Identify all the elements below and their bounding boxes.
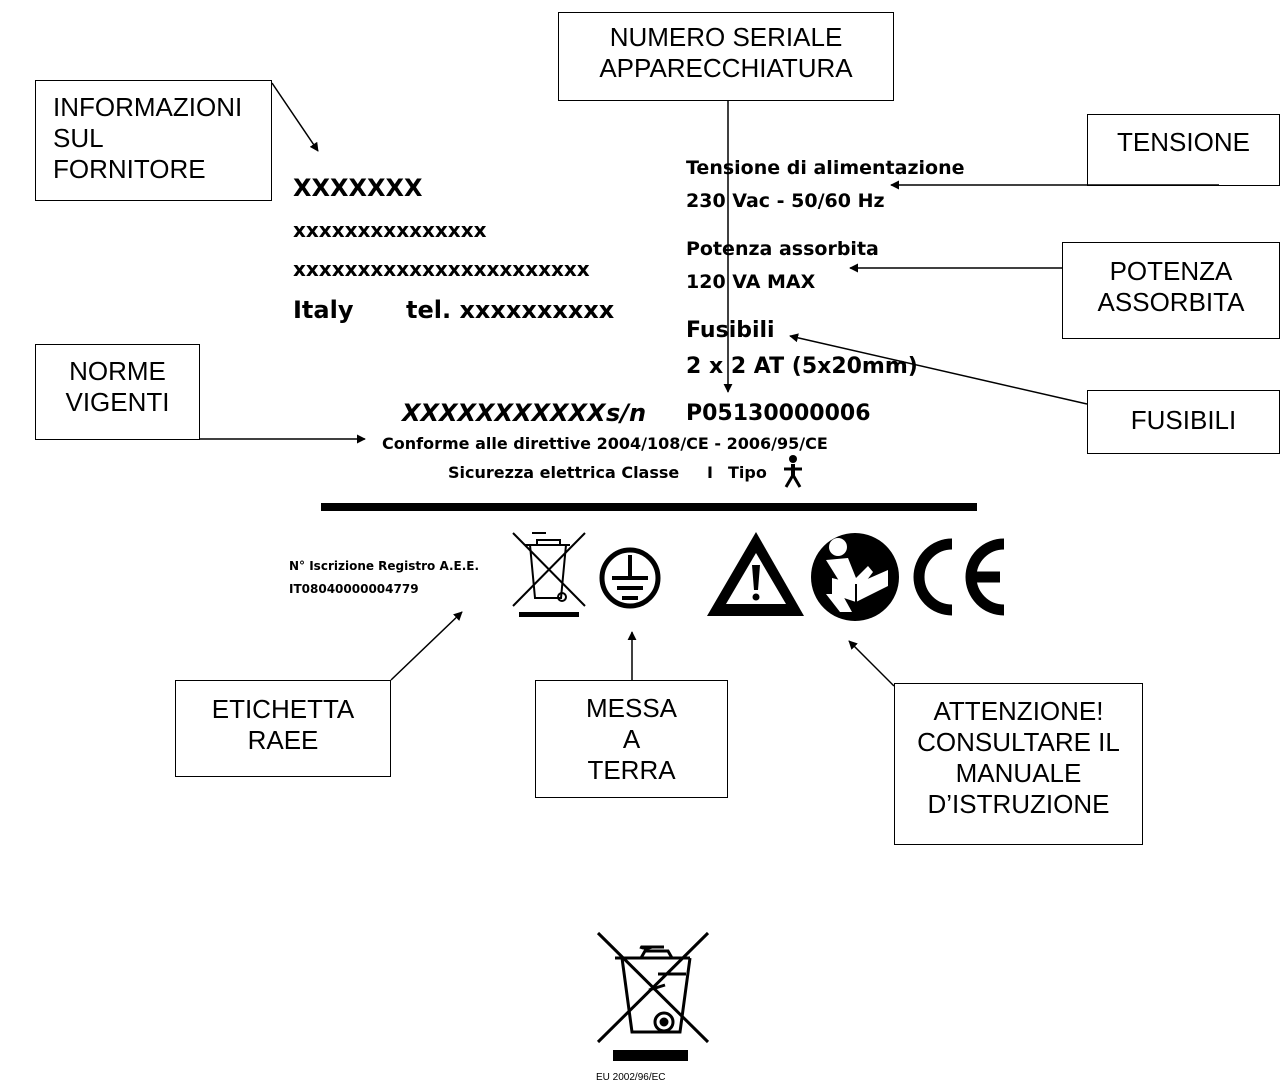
callout-line: TERRA <box>587 755 676 785</box>
model-code: XXXXXXXXXXX <box>402 399 606 427</box>
callout-raee: ETICHETTA RAEE <box>175 680 391 777</box>
power-label: Potenza assorbita <box>686 238 879 260</box>
supplier-address-line: xxxxxxxxxxxxxxx <box>293 218 487 242</box>
read-manual-icon <box>811 533 899 621</box>
arrow-supplier <box>271 82 319 152</box>
weee-directive-label: EU 2002/96/EC <box>596 1072 666 1083</box>
registry-number: IT08040000004779 <box>289 582 419 596</box>
safety-type-label: Tipo <box>728 463 767 482</box>
callout-line: ETICHETTA <box>211 694 355 724</box>
voltage-value: 230 Vac - 50/60 Hz <box>686 190 885 212</box>
fuses-value: 2 x 2 AT (5x20mm) <box>686 354 918 379</box>
safety-class-label: Sicurezza elettrica Classe <box>448 463 680 482</box>
callout-line: A <box>622 724 641 754</box>
callout-line: FORNITORE <box>53 154 206 184</box>
power-value: 120 VA MAX <box>686 271 816 293</box>
callout-line: POTENZA <box>1109 256 1233 286</box>
protective-earth-icon <box>599 547 661 609</box>
callout-voltage: TENSIONE <box>1087 114 1280 186</box>
callout-power: POTENZA ASSORBITA <box>1062 242 1280 339</box>
callout-line: INFORMAZIONI <box>53 92 243 122</box>
divider-bar <box>321 503 977 511</box>
serial-number: P05130000006 <box>686 401 871 426</box>
ce-mark-icon <box>913 538 1005 616</box>
callout-line: TENSIONE <box>1117 127 1250 157</box>
compliance-text: Conforme alle direttive 2004/108/CE - 20… <box>382 434 828 453</box>
warning-triangle-icon <box>707 532 804 616</box>
callout-line: MESSA <box>585 693 678 723</box>
type-b-person-icon <box>784 455 802 488</box>
callout-norms: NORME VIGENTI <box>35 344 200 440</box>
callout-line: VIGENTI <box>65 387 170 417</box>
registry-label: N° Iscrizione Registro A.E.E. <box>289 559 480 573</box>
callout-fuses: FUSIBILI <box>1087 390 1280 454</box>
callout-line: SUL <box>53 123 104 153</box>
callout-line: D’ISTRUZIONE <box>927 789 1110 819</box>
weee-bin-icon <box>512 532 586 617</box>
callout-line: FUSIBILI <box>1130 405 1237 435</box>
callout-line: APPARECCHIATURA <box>599 53 853 83</box>
arrow-manual <box>848 640 895 687</box>
weee-bin-large-icon <box>596 931 710 1061</box>
callout-line: ASSORBITA <box>1097 287 1245 317</box>
callout-line: MANUALE <box>955 758 1082 788</box>
fuses-label: Fusibili <box>686 318 775 343</box>
callout-supplier-info: INFORMAZIONI SUL FORNITORE <box>35 80 272 201</box>
serial-label: s/n <box>606 399 647 427</box>
arrow-raee <box>390 611 463 681</box>
callout-line: RAEE <box>247 725 319 755</box>
callout-line: CONSULTARE IL <box>917 727 1120 757</box>
supplier-country: Italy <box>293 296 354 324</box>
callout-serial-number: NUMERO SERIALE APPARECCHIATURA <box>558 12 894 101</box>
supplier-name: XXXXXXX <box>293 174 423 202</box>
voltage-label: Tensione di alimentazione <box>686 157 965 179</box>
callout-ground: MESSA A TERRA <box>535 680 728 798</box>
callout-line: NUMERO SERIALE <box>609 22 843 52</box>
supplier-phone: tel. xxxxxxxxxx <box>406 296 615 324</box>
supplier-address-line: xxxxxxxxxxxxxxxxxxxxxxx <box>293 257 590 281</box>
callout-line: ATTENZIONE! <box>933 696 1104 726</box>
callout-line: NORME <box>69 356 166 386</box>
callout-read-manual: ATTENZIONE! CONSULTARE IL MANUALE D’ISTR… <box>894 683 1143 845</box>
arrow-fuses <box>789 333 1088 405</box>
safety-class-value: I <box>707 463 713 482</box>
